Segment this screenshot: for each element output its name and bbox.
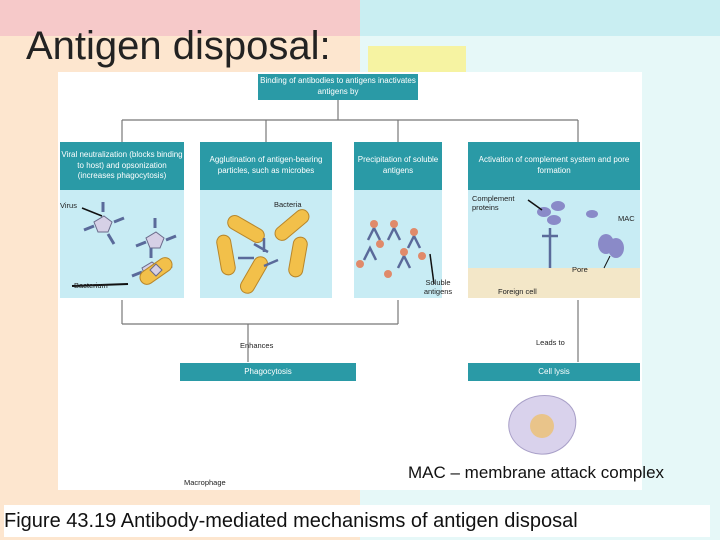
pore-label: Pore [572,265,588,274]
precipitation-panel [354,190,442,298]
connector-lines [121,100,579,362]
phagocytosis-panel [180,381,356,490]
complement-protein-icon [537,201,624,268]
background-top-right [360,0,720,36]
mac-definition: MAC – membrane attack complex [408,463,665,482]
soluble-antigens-label: Soluble antigens [423,278,453,297]
virus-label: Virus [60,201,77,210]
complement-proteins-label: Complement proteins [472,194,515,213]
bacterium-label: Bacterium [74,281,108,290]
mechanism-agglutination-box: Agglutination of antigen-bearing particl… [200,142,332,190]
macrophage-label: Macrophage [184,478,226,487]
leads-to-label: Leads to [536,338,565,347]
soluble-antigen-icon [356,220,426,278]
mechanism-precipitation-box: Precipitation of soluble antigens [354,142,442,190]
lysed-cell-icon [508,395,577,455]
mechanism-complement-box: Activation of complement system and pore… [468,142,640,190]
figure-caption: Figure 43.19 Antibody-mediated mechanism… [4,505,710,537]
bacteria-cluster-icon [216,209,310,294]
slide-title: Antigen disposal: [26,24,331,68]
antibody-figure: Binding of antibodies to antigens inacti… [58,72,642,490]
enhances-label: Enhances [240,341,274,350]
top-mechanism-box: Binding of antibodies to antigens inacti… [258,74,418,100]
phagocytosis-box: Phagocytosis [180,363,356,381]
background-top-left [0,0,360,36]
mechanism-neutralization-box: Viral neutralization (blocks binding to … [60,142,184,190]
neutralization-panel [60,190,184,298]
cell-lysis-box: Cell lysis [468,363,640,381]
foreign-cell-label: Foreign cell [498,287,537,296]
mac-label: MAC [618,214,635,223]
bacteria-label: Bacteria [274,200,302,209]
foreign-cell-membrane [468,268,640,298]
